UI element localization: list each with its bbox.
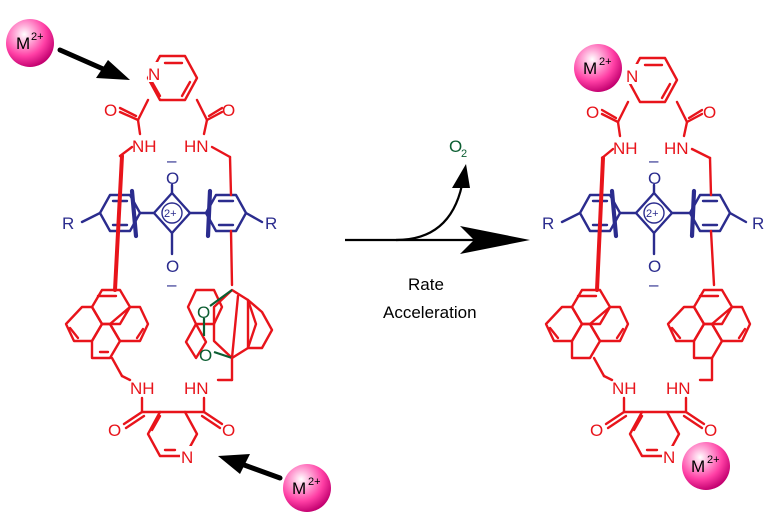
pyridine-nitrogen: N [663, 448, 675, 467]
carbonyl-oxygen: O [222, 101, 235, 120]
left-molecule: N O O NH HN R [6, 19, 331, 512]
metal-symbol: M [691, 457, 705, 476]
carbonyl-oxygen: O [104, 101, 117, 120]
carbonyl-oxygen: O [704, 421, 717, 440]
metal-symbol: M [583, 59, 597, 78]
amide-hn: HN [664, 139, 689, 158]
carbonyl-oxygen: O [222, 421, 235, 440]
r-group: R [265, 214, 277, 233]
metal-symbol: M [16, 34, 30, 53]
pyridine-nitrogen: N [626, 67, 638, 86]
right-endoperoxide: O O [184, 288, 274, 365]
incoming-arrow-top [57, 47, 130, 80]
top-pyridine: N O O NH HN [104, 54, 235, 159]
oxide-oxygen: O [166, 257, 179, 276]
amide-hn: HN [184, 137, 209, 156]
oxide-minus: – [167, 151, 177, 170]
pyridine-nitrogen: N [148, 65, 160, 84]
carbonyl-oxygen: O [703, 103, 716, 122]
bottom-pyridine: NH HN O O N [108, 374, 235, 467]
metal-charge: 2+ [599, 56, 612, 68]
left-anthracene [64, 288, 150, 360]
metal-charge: 2+ [31, 31, 44, 43]
amide-nh: NH [132, 137, 157, 156]
oxide-oxygen: O [166, 169, 179, 188]
metal-ion-top: M 2+ [6, 19, 54, 67]
reaction-arrow: O 2 Rate Acceleration [345, 137, 530, 322]
carbonyl-oxygen: O [586, 103, 599, 122]
metal-ion-right-bottom: M 2+ [682, 442, 730, 490]
amide-nh: NH [613, 139, 638, 158]
oxide-oxygen: O [648, 169, 661, 188]
metal-symbol: M [292, 479, 306, 498]
carbonyl-oxygen: O [590, 421, 603, 440]
r-group: R [542, 214, 554, 233]
pyridine-nitrogen: N [181, 448, 193, 467]
amide-hn: HN [666, 379, 691, 398]
oxygen-gas-symbol: O [449, 137, 462, 156]
rate-label: Rate [408, 275, 444, 294]
squaraine-core: R R 2+ O – O – [62, 151, 277, 294]
right-molecule: M 2+ N O O NH HN R R [542, 44, 764, 490]
oxide-minus: – [167, 275, 177, 294]
metal-charge: 2+ [308, 476, 321, 488]
oxide-minus: – [649, 275, 659, 294]
ring-charge: 2+ [164, 208, 177, 220]
peroxide-oxygen: O [197, 303, 210, 322]
oxygen-gas-subscript: 2 [461, 148, 467, 160]
oxide-minus: – [649, 151, 659, 170]
amide-nh: NH [612, 379, 637, 398]
metal-ion-right-top: M 2+ [574, 44, 622, 92]
r-group: R [62, 214, 74, 233]
amide-nh: NH [130, 379, 155, 398]
r-group: R [752, 214, 764, 233]
oxide-oxygen: O [648, 257, 661, 276]
incoming-arrow-bottom [218, 454, 283, 481]
peroxide-oxygen: O [199, 346, 212, 365]
ring-charge: 2+ [646, 208, 659, 220]
acceleration-label: Acceleration [383, 303, 477, 322]
metal-charge: 2+ [707, 454, 720, 466]
amide-hn: HN [184, 379, 209, 398]
carbonyl-oxygen: O [108, 421, 121, 440]
metal-ion-bottom: M 2+ [283, 464, 331, 512]
